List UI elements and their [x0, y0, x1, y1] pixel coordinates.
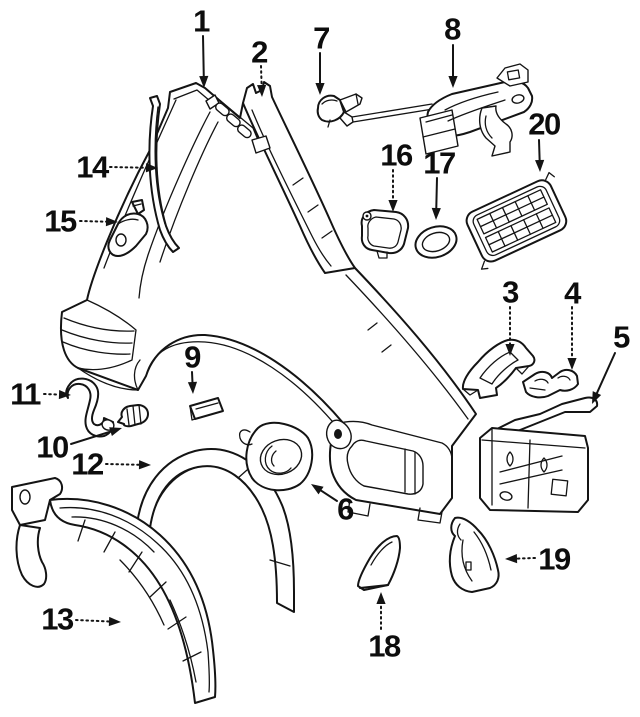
part-number-19: 19 — [538, 542, 571, 577]
part-10-plug — [117, 404, 149, 428]
part-19-corner-bracket — [448, 516, 500, 593]
part-18-filler-panel — [357, 535, 401, 591]
callout-6: 6 — [311, 484, 356, 527]
part-14-retainer-strip — [148, 95, 180, 253]
callout-5: 5 — [592, 320, 632, 404]
part-number-7: 7 — [313, 21, 329, 56]
part-8-latch-assembly — [339, 63, 534, 157]
part-4-support-bracket — [522, 368, 579, 399]
callout-10: 10 — [36, 427, 122, 465]
callout-9: 9 — [184, 340, 203, 394]
callout-7: 7 — [313, 21, 331, 95]
callout-12: 12 — [71, 447, 151, 482]
part-number-12: 12 — [71, 447, 103, 482]
part-number-20: 20 — [528, 107, 560, 142]
part-number-1: 1 — [193, 4, 210, 39]
part-1-quarter-panel — [60, 81, 477, 524]
part-number-11: 11 — [10, 377, 41, 412]
callout-19: 19 — [505, 542, 572, 577]
part-number-14: 14 — [76, 150, 110, 185]
callout-4: 4 — [564, 276, 584, 370]
tail-lamp-opening-frame — [325, 419, 453, 524]
part-number-18: 18 — [368, 629, 401, 664]
part-6-fuel-filler-pocket — [237, 421, 314, 492]
part-20-vent-grille — [465, 171, 568, 270]
part-number-16: 16 — [380, 138, 413, 173]
part-number-8: 8 — [444, 12, 461, 47]
part-number-5: 5 — [613, 320, 630, 355]
part-number-9: 9 — [184, 340, 201, 375]
part-11-drain-tube — [65, 377, 115, 438]
part-number-15: 15 — [44, 204, 77, 239]
part-9-patch — [189, 397, 224, 421]
callout-1: 1 — [193, 4, 212, 88]
callout-13: 13 — [41, 602, 121, 637]
part-2-pillar-trim — [242, 102, 356, 274]
part-15-bracket — [107, 199, 149, 257]
callout-8: 8 — [444, 12, 463, 88]
part-5-inner-structure — [479, 396, 599, 513]
part-number-17: 17 — [423, 146, 455, 181]
part-7-clip — [316, 93, 363, 128]
part-17-seal-ring — [414, 225, 458, 259]
part-number-13: 13 — [41, 602, 74, 637]
callout-11: 11 — [10, 377, 71, 412]
callout-16: 16 — [380, 138, 414, 212]
part-3-gusset-bracket — [461, 338, 536, 399]
part-number-10: 10 — [36, 430, 68, 465]
part-number-4: 4 — [564, 276, 582, 311]
callout-15: 15 — [44, 204, 118, 239]
part-number-6: 6 — [337, 492, 354, 527]
part-number-2: 2 — [251, 35, 267, 70]
part-13-outer-wheelhouse — [11, 477, 217, 704]
callout-14: 14 — [76, 150, 158, 185]
callout-3: 3 — [502, 275, 521, 356]
callout-2: 2 — [251, 35, 269, 97]
part-number-3: 3 — [502, 275, 519, 310]
callout-18: 18 — [368, 592, 402, 664]
callout-20: 20 — [528, 107, 561, 172]
callout-17: 17 — [423, 146, 456, 220]
part-16-access-cover — [360, 209, 410, 259]
